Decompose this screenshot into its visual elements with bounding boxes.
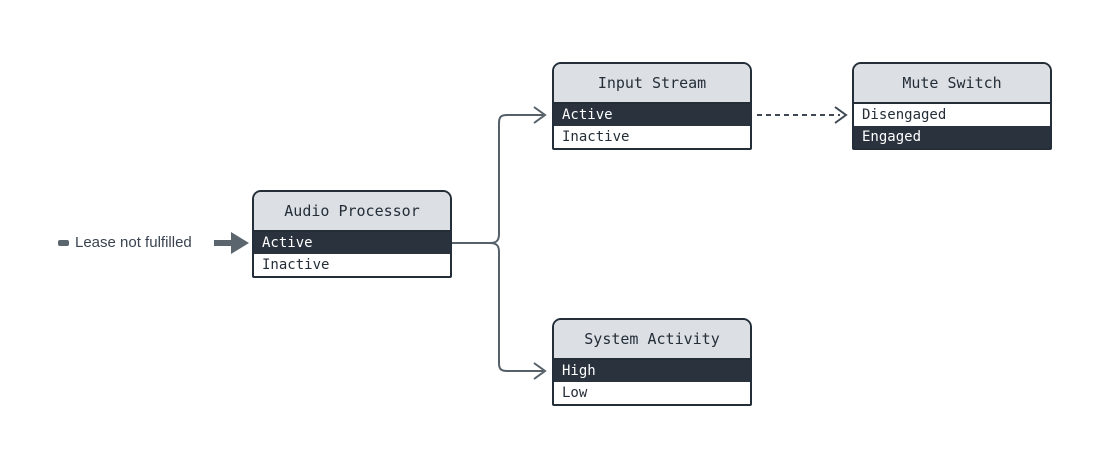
annotation-label: Lease not fulfilled	[75, 234, 192, 251]
node-title: Input Stream	[554, 64, 750, 104]
state-row-inactive[interactable]: Inactive	[554, 126, 750, 148]
node-title: Mute Switch	[854, 64, 1050, 104]
state-row-high[interactable]: High	[554, 360, 750, 382]
annotation-dash-icon	[58, 240, 69, 246]
node-title: System Activity	[554, 320, 750, 360]
state-row-low[interactable]: Low	[554, 382, 750, 404]
state-row-inactive[interactable]: Inactive	[254, 254, 450, 276]
state-row-active[interactable]: Active	[254, 232, 450, 254]
arrowhead-input-stream-icon	[533, 106, 547, 124]
node-title: Audio Processor	[254, 192, 450, 232]
node-audio-processor: Audio Processor Active Inactive	[252, 190, 452, 278]
state-row-engaged[interactable]: Engaged	[854, 126, 1050, 148]
state-row-disengaged[interactable]: Disengaged	[854, 104, 1050, 126]
node-system-activity: System Activity High Low	[552, 318, 752, 406]
arrowhead-mute-switch-icon	[834, 106, 848, 124]
node-input-stream: Input Stream Active Inactive	[552, 62, 752, 150]
edge-audio-to-input-stream	[489, 114, 543, 244]
edge-audio-to-system-activity	[489, 242, 543, 372]
arrowhead-system-activity-icon	[533, 362, 547, 380]
state-row-active[interactable]: Active	[554, 104, 750, 126]
node-mute-switch: Mute Switch Disengaged Engaged	[852, 62, 1052, 150]
annotation-arrow-icon	[214, 232, 249, 254]
